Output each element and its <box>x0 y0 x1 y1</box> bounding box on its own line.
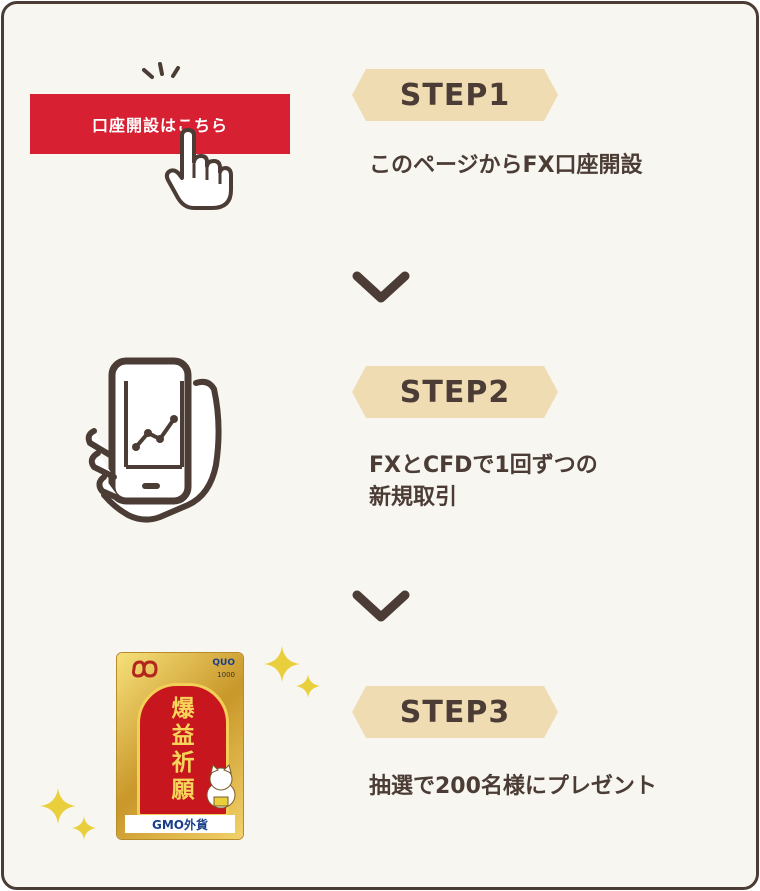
card-value: 1000 <box>217 671 235 679</box>
omamori-char: 願 <box>171 777 195 803</box>
chevron-down-icon <box>352 271 410 303</box>
step1-description: このページからFX口座開設 <box>369 153 643 178</box>
step2-badge-label: STEP2 <box>399 374 511 410</box>
step3-description: 抽選で200名様にプレゼント <box>369 774 657 799</box>
chevron-down-icon <box>352 590 410 622</box>
step1-badge: STEP1 <box>352 69 558 121</box>
sparkle-icon <box>264 646 320 698</box>
pointing-hand-icon <box>164 128 233 210</box>
open-account-button[interactable]: 口座開設はこちら <box>30 94 290 154</box>
step3-badge: STEP3 <box>352 686 558 738</box>
quo-mark: QUO <box>212 658 235 668</box>
smartphone-hand-icon <box>85 357 222 523</box>
step2-description: FXとCFDで1回ずつの 新規取引 <box>369 453 598 510</box>
quo-card-prize-image: QUO 1000 爆 益 祈 願 GMO外貨 <box>117 653 243 839</box>
omamori-panel: 爆 益 祈 願 <box>137 683 229 817</box>
step2-badge: STEP2 <box>352 366 558 418</box>
omamori-char: 祈 <box>171 750 195 776</box>
attention-lines-icon <box>142 62 180 79</box>
omamori-char: 益 <box>171 723 195 749</box>
step1-badge-label: STEP1 <box>399 77 511 113</box>
infinity-logo-icon <box>132 660 158 678</box>
lucky-cat-icon <box>206 764 236 809</box>
brand-label: GMO外貨 <box>125 815 235 833</box>
omamori-char: 爆 <box>171 696 195 722</box>
step3-badge-label: STEP3 <box>399 694 511 730</box>
sparkle-icon <box>40 788 96 840</box>
